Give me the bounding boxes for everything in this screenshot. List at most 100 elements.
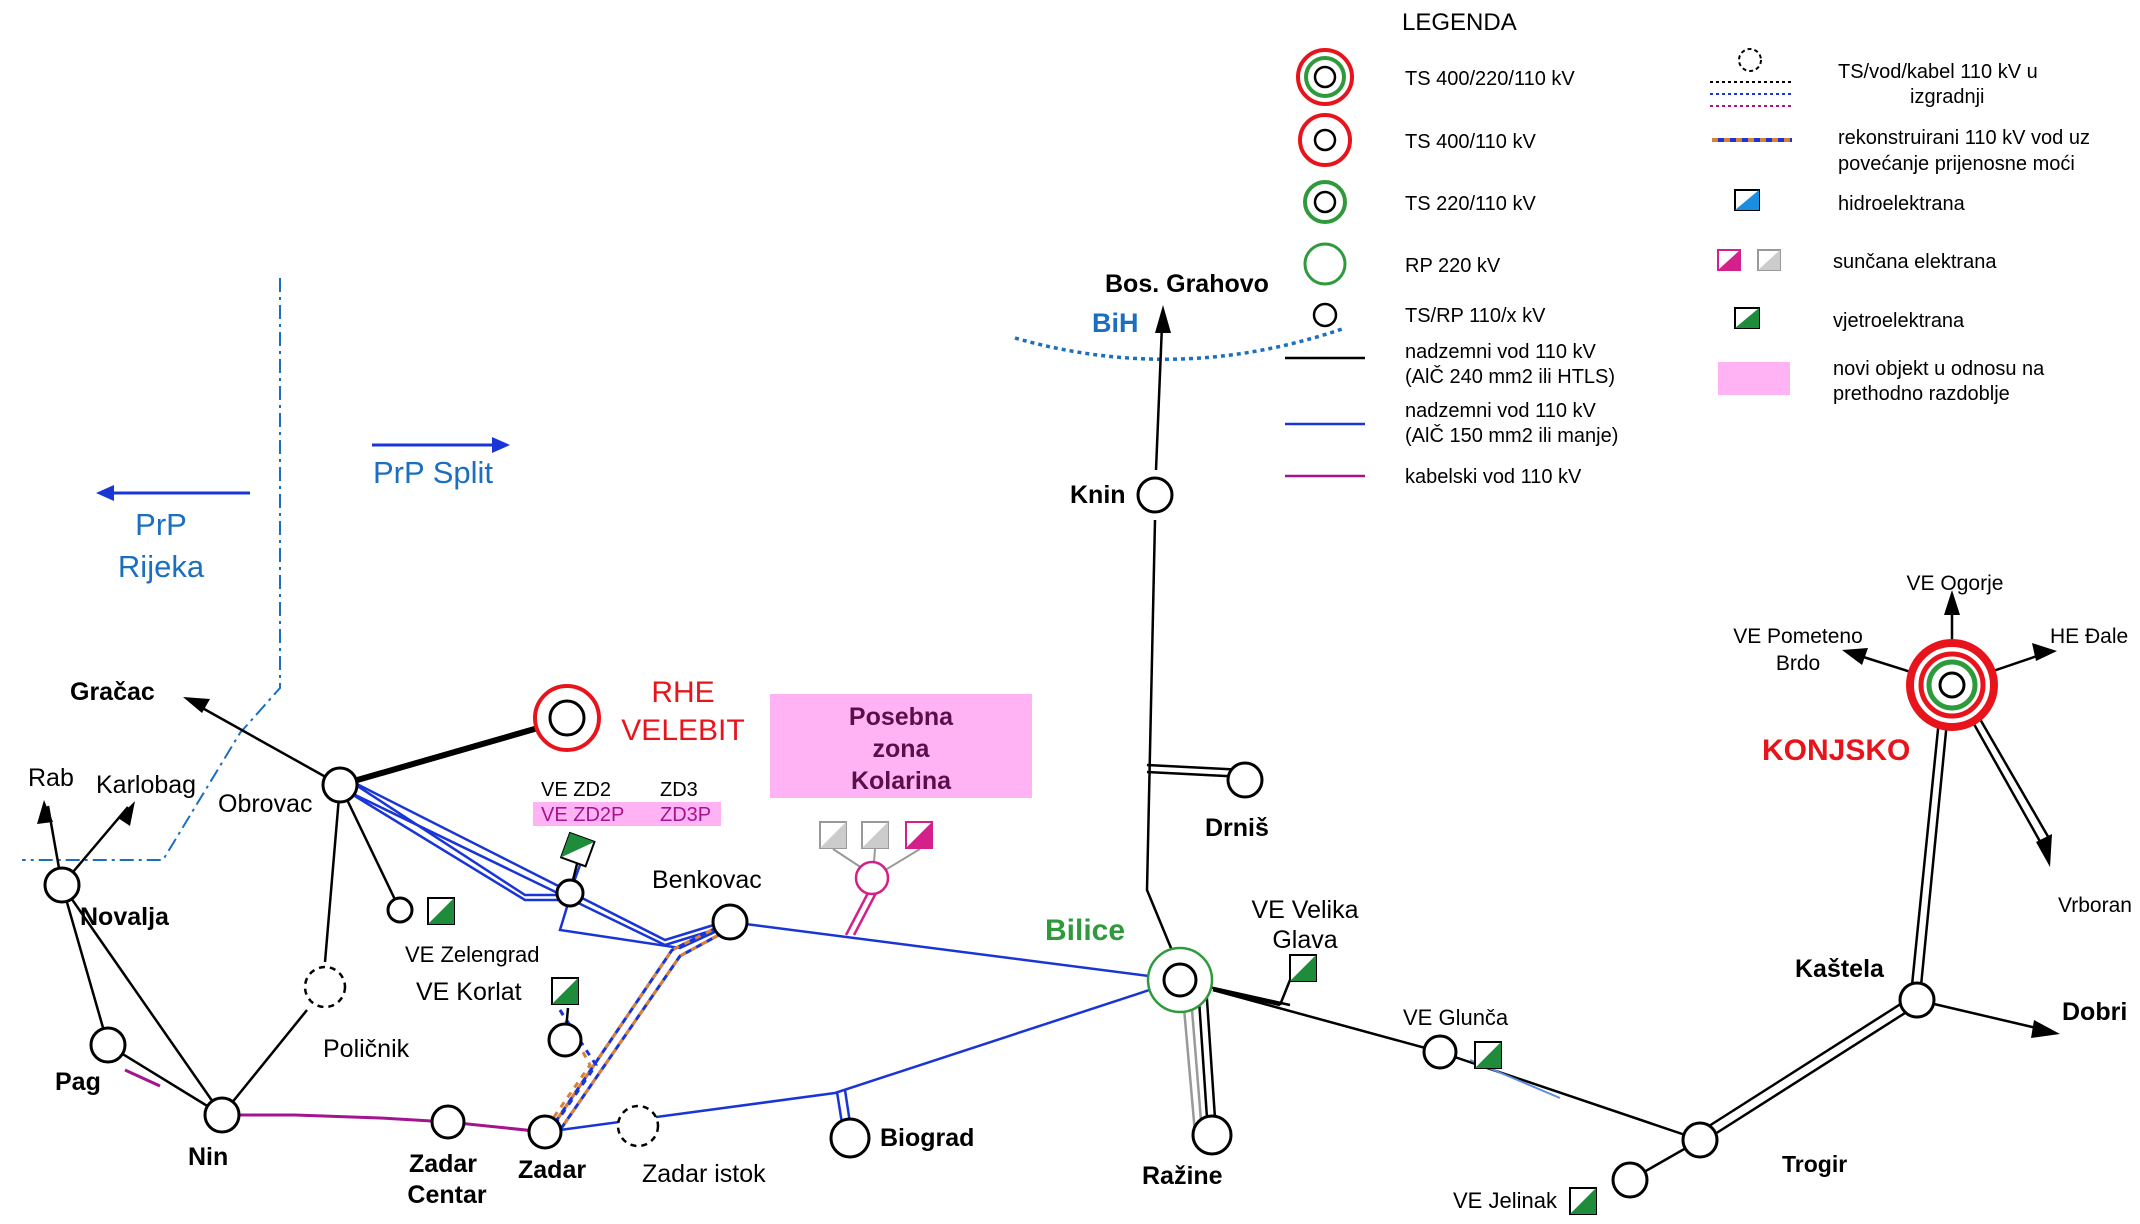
posebna-zona-line-3: Kolarina [851, 767, 952, 795]
label-dobri: Dobri [2062, 998, 2127, 1026]
line-kolarina-connector [844, 892, 878, 936]
label-drnis: Drniš [1205, 814, 1269, 842]
line-zd2-benkovac [558, 896, 731, 950]
label-razine: Ražine [1142, 1162, 1223, 1190]
node-biograd [829, 1117, 871, 1159]
node-benkovac [711, 903, 749, 941]
arrow-ve-ogorje [1944, 590, 1960, 615]
legend-ts-220-110-label: TS 220/110 kV [1405, 193, 1536, 215]
line-obrovac-benkovac-a [344, 776, 731, 942]
legend-solar-gray-icon [1757, 249, 1781, 271]
line-policnik-nin [221, 1009, 308, 1116]
node-bilice [1162, 962, 1198, 998]
nodes [43, 476, 1998, 1199]
node-glunca [1422, 1034, 1458, 1070]
arrow-gracac [183, 697, 210, 713]
label-bos-grahovo: Bos. Grahovo [1105, 270, 1269, 298]
legend-rp-220-icon [1303, 242, 1347, 286]
label-ve-zelengrad: VE Zelengrad [405, 942, 540, 967]
label-ve-glunca: VE Glunča [1403, 1005, 1509, 1030]
wind-plant-icon [427, 897, 455, 925]
label-konjsko: KONJSKO [1762, 734, 1910, 767]
node-zadar-centar [430, 1104, 466, 1140]
legend-ts-rp-110-label: TS/RP 110/x kV [1405, 305, 1546, 327]
line-trogir-kastela-a [1697, 996, 1911, 1135]
line-obrovac-zd2-a [344, 776, 570, 897]
legend-reconstructed-line-1: rekonstruirani 110 kV vod uz [1838, 127, 2090, 149]
wind-plant-icon [559, 831, 596, 868]
legend-solar-icon [1717, 249, 1741, 271]
bih-border-dotted [1014, 326, 1346, 361]
arrow-bos-grahovo [1155, 305, 1171, 333]
label-pag: Pag [55, 1068, 101, 1096]
solar-plant-icon [819, 821, 847, 849]
legend-ts-220-110-icon [1303, 180, 1347, 224]
legend-rp-220-label: RP 220 kV [1405, 255, 1501, 277]
posebna-zona-line-2: zona [873, 735, 931, 763]
line-obrovac-gracac [196, 703, 341, 787]
label-ve-ogorje: VE Ogorje [1907, 572, 2004, 595]
line-knin-drnis-a [1146, 763, 1246, 772]
label-vrboran: Vrboran [2058, 894, 2132, 917]
node-policnik [303, 965, 347, 1009]
label-ve-korlat: VE Korlat [416, 978, 522, 1006]
wind-plant-icon [551, 977, 579, 1005]
node-zadar [527, 1114, 563, 1150]
legend-new-object-icon [1718, 362, 1790, 395]
plant-icons [427, 821, 1597, 1215]
legend-overhead-150-line-1: nadzemni vod 110 kV [1405, 400, 1597, 422]
node-zd2 [555, 878, 585, 908]
line-obrovac-zelengrad [338, 784, 402, 911]
line-bilice-razine-b [1204, 984, 1218, 1134]
label-rhe-velebit-2: VELEBIT [621, 714, 744, 747]
legend-ts-400-220-110-icon [1296, 48, 1354, 106]
label-ve-pometeno-1: VE Pometeno [1733, 625, 1863, 648]
label-benkovac: Benkovac [652, 866, 762, 894]
label-zadar-centar-1: Zadar [409, 1150, 477, 1178]
label-zadar-istok: Zadar istok [642, 1160, 766, 1188]
node-razine [1191, 1114, 1233, 1156]
node-kastela [1898, 981, 1936, 1019]
legend-wind-label: vjetroelektrana [1833, 310, 1965, 332]
label-ve-velika-glava-1: VE Velika [1251, 896, 1358, 924]
legend-under-construction-icon [1710, 48, 1792, 107]
label-he-dale: HE Đale [2050, 625, 2128, 648]
legend-solar-label: sunčana elektrana [1833, 251, 1997, 273]
legend-overhead-240-line-2: (AlČ 240 mm2 ili HTLS) [1405, 365, 1615, 388]
node-pag [89, 1026, 127, 1064]
label-ve-jelinak: VE Jelinak [1453, 1188, 1558, 1213]
posebna-zona-line-1: Posebna [849, 703, 954, 731]
node-novalja [43, 866, 81, 904]
arrow-rab [37, 800, 53, 824]
line-nin-novalja [60, 884, 224, 1116]
label-gracac: Gračac [70, 678, 155, 706]
prp-split-arrow [372, 437, 510, 453]
node-labels: Bos. Grahovo Knin Drniš Bilice Ražine VE… [28, 270, 2132, 1213]
arrow-vrboran [2036, 834, 2052, 867]
line-bilice-glunca [1212, 988, 1441, 1054]
arrow-dobri [2031, 1020, 2060, 1038]
legend-new-object-line-2: prethodno razdoblje [1833, 383, 2010, 405]
prp-rijeka-arrow [96, 485, 250, 501]
label-nin: Nin [188, 1143, 228, 1171]
node-kolarina [854, 860, 890, 896]
line-knin-bos-grahovo [1154, 324, 1164, 471]
node-konjsko [1906, 639, 1998, 731]
line-nin-pag [60, 884, 110, 1046]
label-zd3p: ZD3P [660, 804, 711, 826]
zd2p-highlight [533, 802, 721, 826]
legend-reconstructed-line-2: povećanje prijenosne moći [1838, 153, 2075, 175]
legend-cable-label: kabelski vod 110 kV [1405, 466, 1582, 488]
label-zd3: ZD3 [660, 779, 698, 801]
line-bilice-trogir-a [1199, 983, 1291, 1007]
cable-pag [124, 1068, 161, 1088]
prp-split-label: PrP Split [373, 455, 493, 490]
legend-title: LEGENDA [1402, 9, 1517, 36]
legend-under-construction-line-2: izgradnji [1910, 86, 1984, 108]
arrowheads [37, 305, 2060, 1038]
label-kastela: Kaštela [1795, 955, 1885, 983]
legend-ts-400-110-label: TS 400/110 kV [1405, 131, 1536, 153]
label-rhe-velebit-1: RHE [651, 676, 714, 709]
arrow-he-dale [2032, 643, 2057, 661]
